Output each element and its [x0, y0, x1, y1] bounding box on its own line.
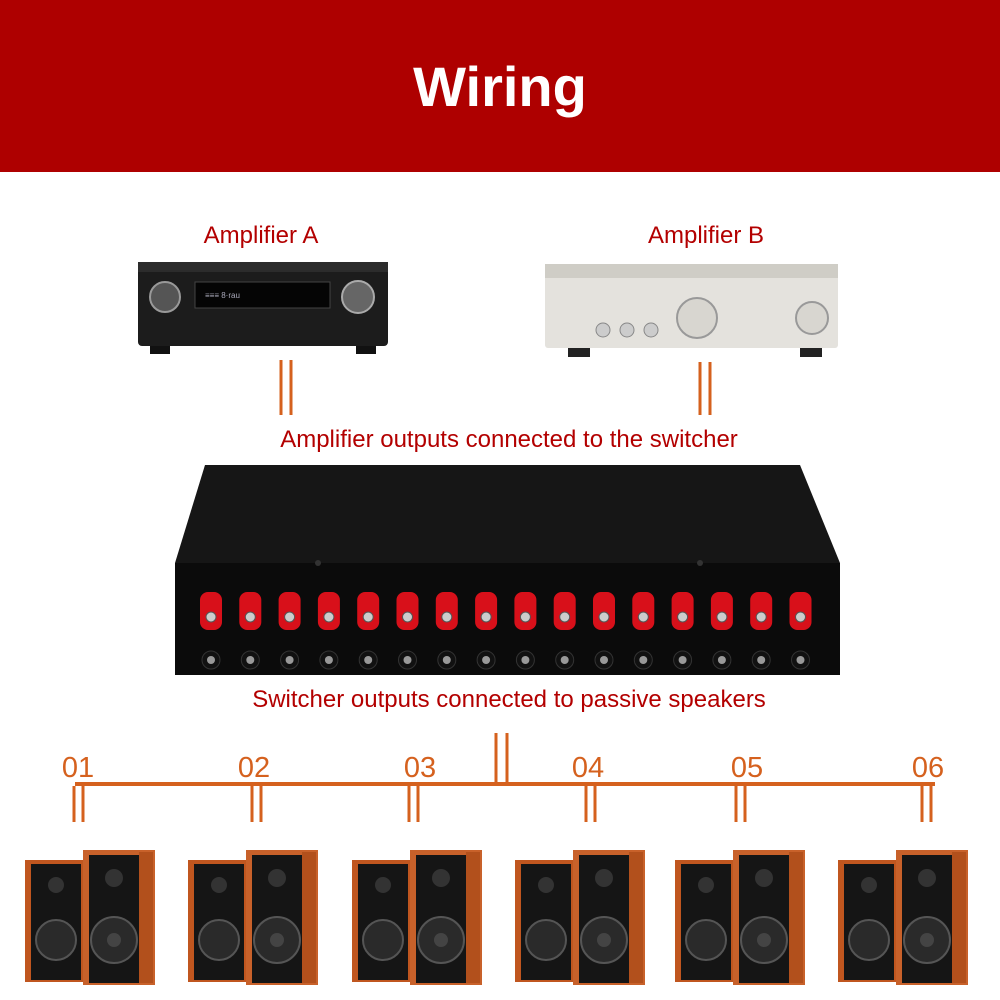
binding-post-pair: [435, 592, 458, 670]
binding-post-pair: [239, 592, 262, 670]
channel-label-04: 04: [571, 752, 605, 784]
speaker-pair-4: [515, 850, 645, 985]
amplifier-a-image: ≡≡≡ 8·rau: [138, 262, 388, 354]
binding-post-pair: [710, 592, 733, 670]
speaker-pair-3: [352, 850, 482, 985]
binding-post-pair: [750, 592, 773, 670]
channel-label-02: 02: [237, 752, 271, 784]
amplifier-cables: [279, 360, 712, 415]
caption-amp-to-switcher: Amplifier outputs connected to the switc…: [280, 426, 738, 453]
binding-post-pair: [200, 592, 222, 670]
binding-post-pair: [671, 592, 694, 670]
caption-switcher-to-speakers: Switcher outputs connected to passive sp…: [252, 686, 766, 713]
binding-post-pair: [475, 592, 498, 670]
header-banner: Wiring: [0, 0, 1000, 172]
svg-text:≡≡≡ 8·rau: ≡≡≡ 8·rau: [205, 291, 240, 300]
binding-post-pair: [357, 592, 380, 670]
binding-post-pair: [278, 592, 301, 670]
speaker-pair-5: [675, 850, 805, 985]
binding-post-pair: [553, 592, 576, 670]
binding-post-pair: [632, 592, 655, 670]
binding-post-pair: [317, 592, 340, 670]
binding-post-pair: [593, 592, 615, 670]
channel-label-01: 01: [61, 752, 95, 784]
binding-post-pair: [514, 592, 537, 670]
speaker-pair-1: [25, 850, 155, 985]
speaker-bus-wiring: [72, 733, 935, 822]
amplifier-a-label: Amplifier A: [203, 222, 319, 249]
binding-post-pair: [396, 592, 419, 670]
binding-post-pair: [789, 592, 812, 670]
channel-label-06: 06: [911, 752, 945, 784]
amplifier-b-label: Amplifier B: [647, 222, 765, 249]
speaker-switcher-image: [175, 465, 840, 675]
speaker-pair-2: [188, 850, 318, 985]
speaker-pair-6: [838, 850, 968, 985]
channel-label-03: 03: [403, 752, 437, 784]
page-title: Wiring: [413, 54, 587, 118]
amplifier-b-image: [545, 264, 838, 357]
channel-label-05: 05: [730, 752, 764, 784]
